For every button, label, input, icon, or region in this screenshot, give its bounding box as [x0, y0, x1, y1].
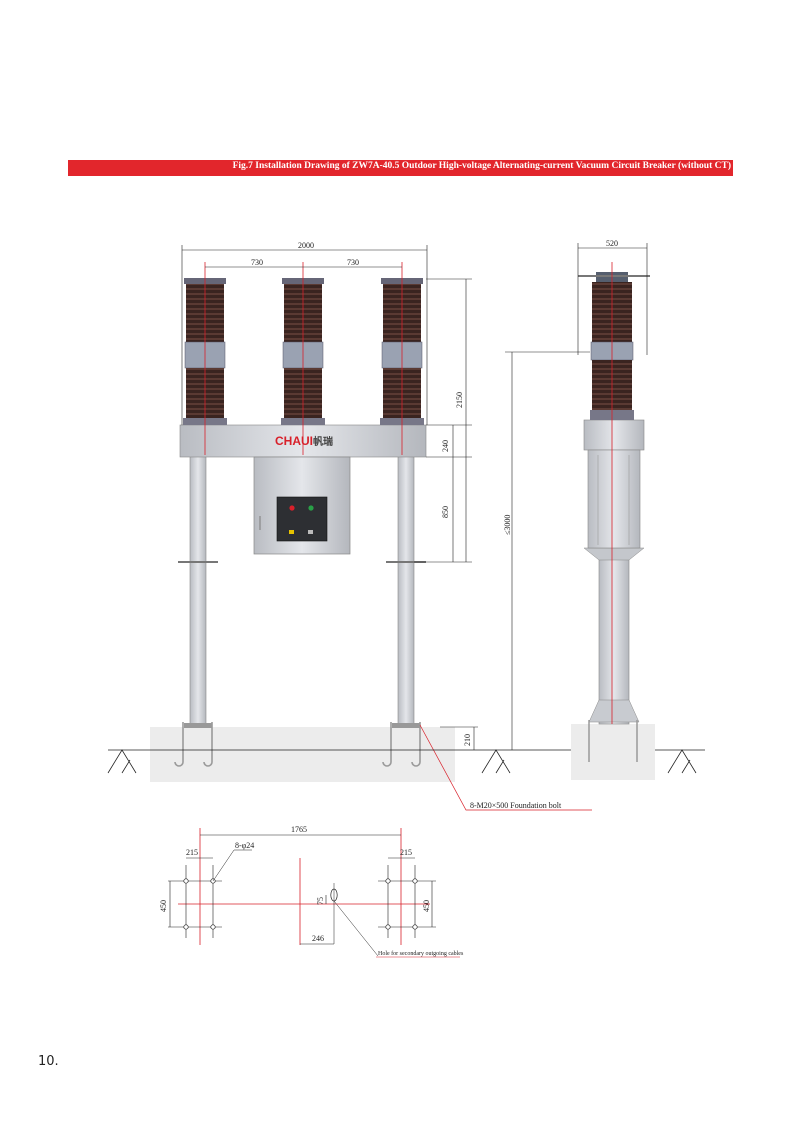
- title-bar: Fig.7 Installation Drawing of ZW7A-40.5 …: [68, 160, 733, 176]
- anchor-holes: [183, 878, 418, 930]
- brand-logo-cn: 帆瑞: [313, 435, 333, 448]
- dim-right-height: 450: [422, 900, 431, 912]
- dim-insulator-height: 2150: [455, 392, 464, 408]
- foundation-plan: 1765 215 215 8-φ24 450 450 75 246 Hole f…: [159, 825, 464, 958]
- front-view: CHAUI 帆瑞: [150, 241, 592, 811]
- dim-hole-spec: 8-φ24: [235, 841, 254, 850]
- dim-cabinet-height: 850: [441, 506, 450, 518]
- dim-right-offset: 215: [400, 848, 412, 857]
- left-leg: [189, 454, 207, 728]
- foundation-bolts: [174, 722, 421, 767]
- side-foundation-block: [571, 724, 655, 780]
- dim-side-depth: 520: [606, 239, 618, 248]
- brand-logo: CHAUI: [275, 434, 313, 448]
- operating-panel: [276, 496, 328, 542]
- dim-frame-height: 240: [441, 440, 450, 452]
- dim-left-height: 450: [159, 900, 168, 912]
- page-number: 10.: [38, 1054, 59, 1069]
- dim-total-width: 2000: [298, 241, 314, 250]
- dim-bolt-span: 1765: [291, 825, 307, 834]
- dim-left-offset: 215: [186, 848, 198, 857]
- side-cabinet: [587, 449, 641, 549]
- dim-phase-spacing-left: 730: [251, 258, 263, 267]
- side-view: 520 ≤3000: [503, 239, 655, 780]
- cable-hole-label: Hole for secondary outgoing cables: [378, 950, 464, 957]
- right-leg: [397, 454, 415, 728]
- dim-cable-offset-h: 246: [312, 934, 324, 943]
- figure-title: Fig.7 Installation Drawing of ZW7A-40.5 …: [232, 161, 731, 171]
- dim-side-total-height: ≤3000: [503, 515, 512, 535]
- bolt-label: 8-M20×500 Foundation bolt: [470, 801, 562, 810]
- dim-cable-offset-v: 75: [316, 897, 325, 905]
- centerlines: [204, 262, 403, 455]
- dim-phase-spacing-right: 730: [347, 258, 359, 267]
- dim-foundation-height: 210: [463, 734, 472, 746]
- foundation-block: [150, 727, 455, 782]
- side-post: [598, 557, 630, 725]
